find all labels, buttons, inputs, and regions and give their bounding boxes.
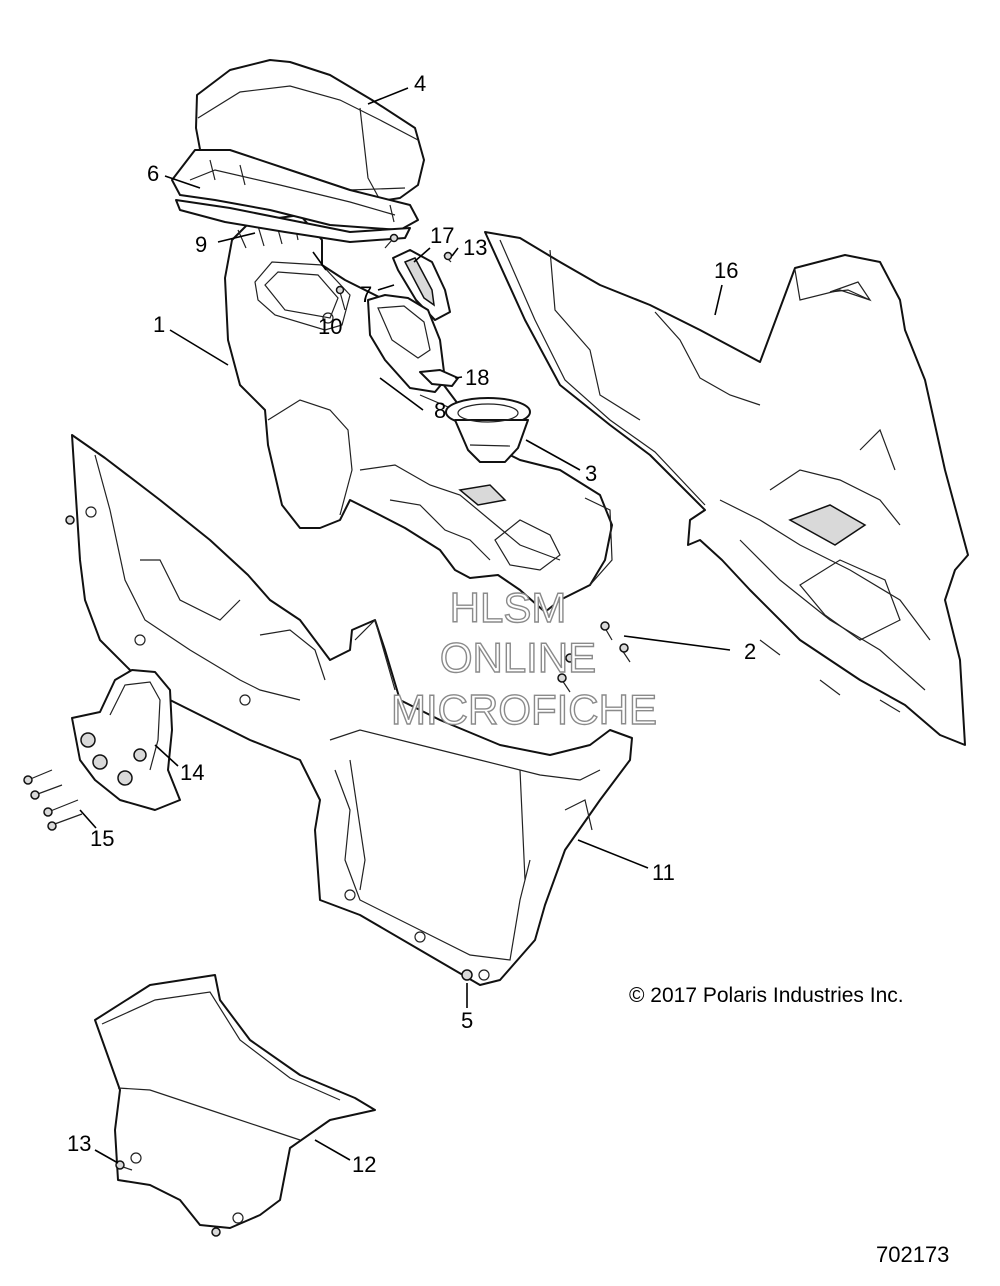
callout-1: 1 (153, 312, 165, 337)
callout-18: 18 (465, 365, 489, 390)
callout-9: 9 (195, 232, 207, 257)
part-6-lid-frame (171, 149, 419, 231)
callout-6: 6 (147, 161, 159, 186)
callout-7: 7 (360, 282, 372, 307)
callout-8: 8 (434, 398, 446, 423)
part-1-center-console (224, 214, 613, 613)
watermark: HLSM ONLINE MICROFICHE (390, 583, 657, 733)
callout-14: 14 (180, 760, 204, 785)
callout-13-bottom: 13 (67, 1131, 91, 1156)
callout-17: 17 (430, 223, 454, 248)
part-11-left-side-panel (71, 434, 633, 986)
part-9-gasket (175, 199, 411, 243)
callout-15: 15 (90, 826, 114, 851)
part-18-bracket (419, 369, 459, 387)
watermark-line-2: ONLINE (440, 634, 596, 681)
callout-13-top: 13 (463, 235, 487, 260)
figure-number: 702173 (876, 1242, 949, 1267)
callout-4: 4 (414, 71, 426, 96)
watermark-line-3: MICROFICHE (391, 686, 657, 733)
callout-10: 10 (318, 314, 342, 339)
part-12-skid-plate (94, 974, 376, 1229)
callout-11: 11 (652, 860, 675, 885)
callout-labels: 4 6 9 17 7 1 10 13 18 8 16 3 2 14 15 11 … (67, 71, 756, 1177)
callout-5: 5 (461, 1008, 473, 1033)
callout-16: 16 (714, 258, 738, 283)
part-17-pad (392, 249, 451, 321)
part-16-right-side-panel (484, 231, 969, 746)
copyright-notice: © 2017 Polaris Industries Inc. (629, 984, 904, 1007)
leader-lines (79, 87, 731, 1164)
watermark-line-1: HLSM (450, 584, 567, 631)
part-14-grab-handle (71, 669, 181, 811)
callout-2: 2 (744, 639, 756, 664)
fasteners (23, 233, 631, 1237)
part-3-cup-holder (445, 397, 531, 463)
callout-12: 12 (352, 1152, 376, 1177)
callout-3: 3 (585, 461, 597, 486)
